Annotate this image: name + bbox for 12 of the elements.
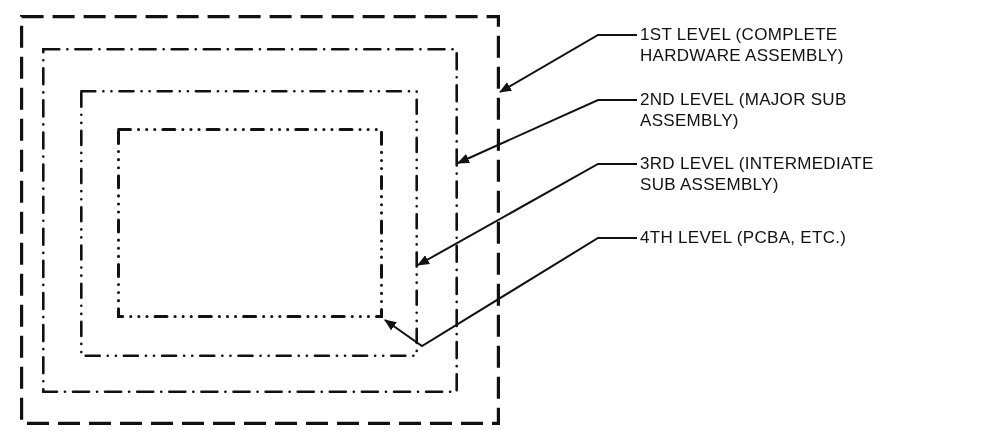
callout-label: 4TH LEVEL (PCBA, ETC.): [640, 227, 900, 248]
callout-label: 1ST LEVEL (COMPLETE HARDWARE ASSEMBLY): [640, 24, 880, 66]
assembly-level-outline: [80, 90, 418, 357]
leader-line: [457, 99, 638, 164]
assembly-level-outline: [20, 15, 500, 425]
assembly-level-outline: [117, 128, 383, 318]
leader-line: [384, 237, 638, 348]
callout-label: 3RD LEVEL (INTERMEDIATE SUB ASSEMBLY): [640, 153, 900, 195]
assembly-level-outline: [42, 48, 458, 393]
leader-line: [499, 34, 638, 93]
leader-line: [417, 163, 638, 266]
callout-label: 2ND LEVEL (MAJOR SUB ASSEMBLY): [640, 89, 855, 131]
